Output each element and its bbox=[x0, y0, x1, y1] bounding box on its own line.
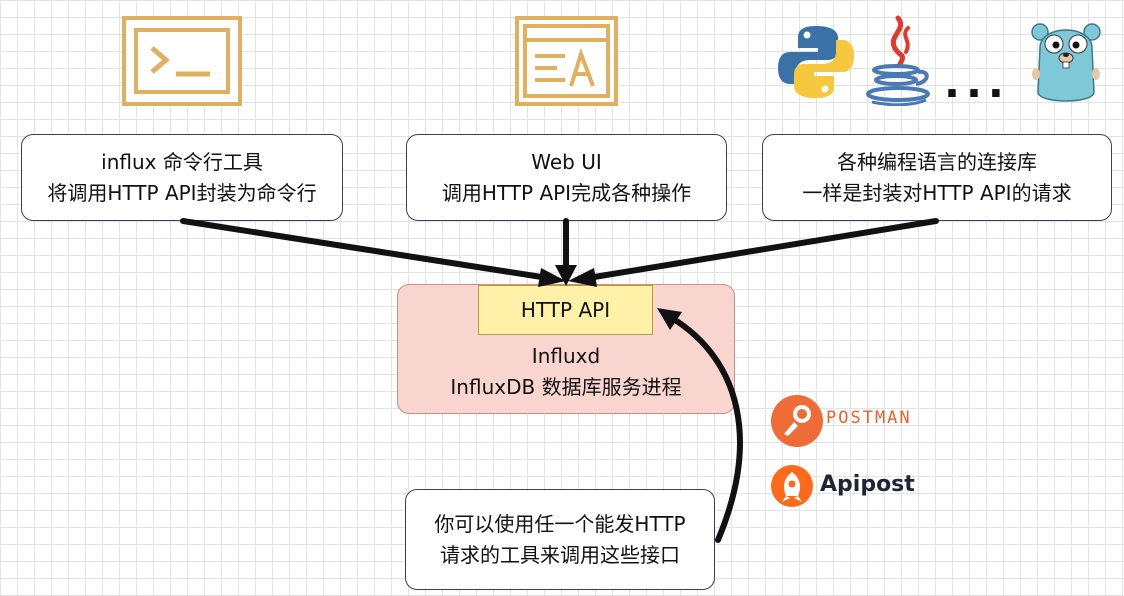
arrow-libs-to-api bbox=[585, 218, 939, 281]
arrowhead-cli bbox=[538, 268, 566, 287]
arrow-cli-to-api bbox=[180, 218, 551, 281]
tools-node: 你可以使用任一个能发HTTP 请求的工具来调用这些接口 bbox=[405, 489, 715, 590]
webui-node: Web UI 调用HTTP API完成各种操作 bbox=[406, 134, 727, 221]
webui-node-line2: 调用HTTP API完成各种操作 bbox=[441, 180, 692, 205]
python-logo bbox=[778, 26, 854, 98]
web-ui-icon bbox=[515, 16, 618, 106]
libs-node-line2: 一样是封装对HTTP API的请求 bbox=[802, 180, 1072, 205]
libs-node: 各种编程语言的连接库 一样是封装对HTTP API的请求 bbox=[762, 134, 1112, 221]
go-gopher-logo bbox=[1031, 23, 1101, 102]
influxd-node-line2: InfluxDB 数据库服务进程 bbox=[450, 375, 682, 399]
arrowhead-libs bbox=[568, 268, 597, 287]
arrowhead-webui bbox=[555, 265, 577, 286]
cli-node: influx 命令行工具 将调用HTTP API封装为命令行 bbox=[21, 134, 343, 221]
postman-logo bbox=[771, 395, 823, 447]
http-api-node: HTTP API bbox=[478, 285, 653, 335]
apipost-logo bbox=[771, 465, 813, 507]
more-languages-ellipsis: ... bbox=[944, 58, 1010, 107]
cli-node-line2: 将调用HTTP API封装为命令行 bbox=[47, 180, 317, 205]
apipost-wordmark: Apipost bbox=[820, 472, 915, 497]
libs-node-line1: 各种编程语言的连接库 bbox=[837, 149, 1037, 174]
tools-node-line2: 请求的工具来调用这些接口 bbox=[440, 542, 680, 567]
webui-node-line1: Web UI bbox=[531, 149, 602, 174]
tools-node-line1: 你可以使用任一个能发HTTP bbox=[434, 511, 686, 536]
terminal-icon bbox=[122, 16, 242, 106]
http-api-label: HTTP API bbox=[520, 298, 611, 322]
postman-wordmark: POSTMAN bbox=[826, 408, 912, 428]
influxd-node-line1: Influxd bbox=[531, 344, 601, 368]
cli-node-line1: influx 命令行工具 bbox=[101, 149, 263, 174]
arrow-tools-to-api bbox=[669, 315, 743, 543]
arrowhead-tools bbox=[657, 308, 682, 330]
java-logo bbox=[866, 15, 930, 106]
